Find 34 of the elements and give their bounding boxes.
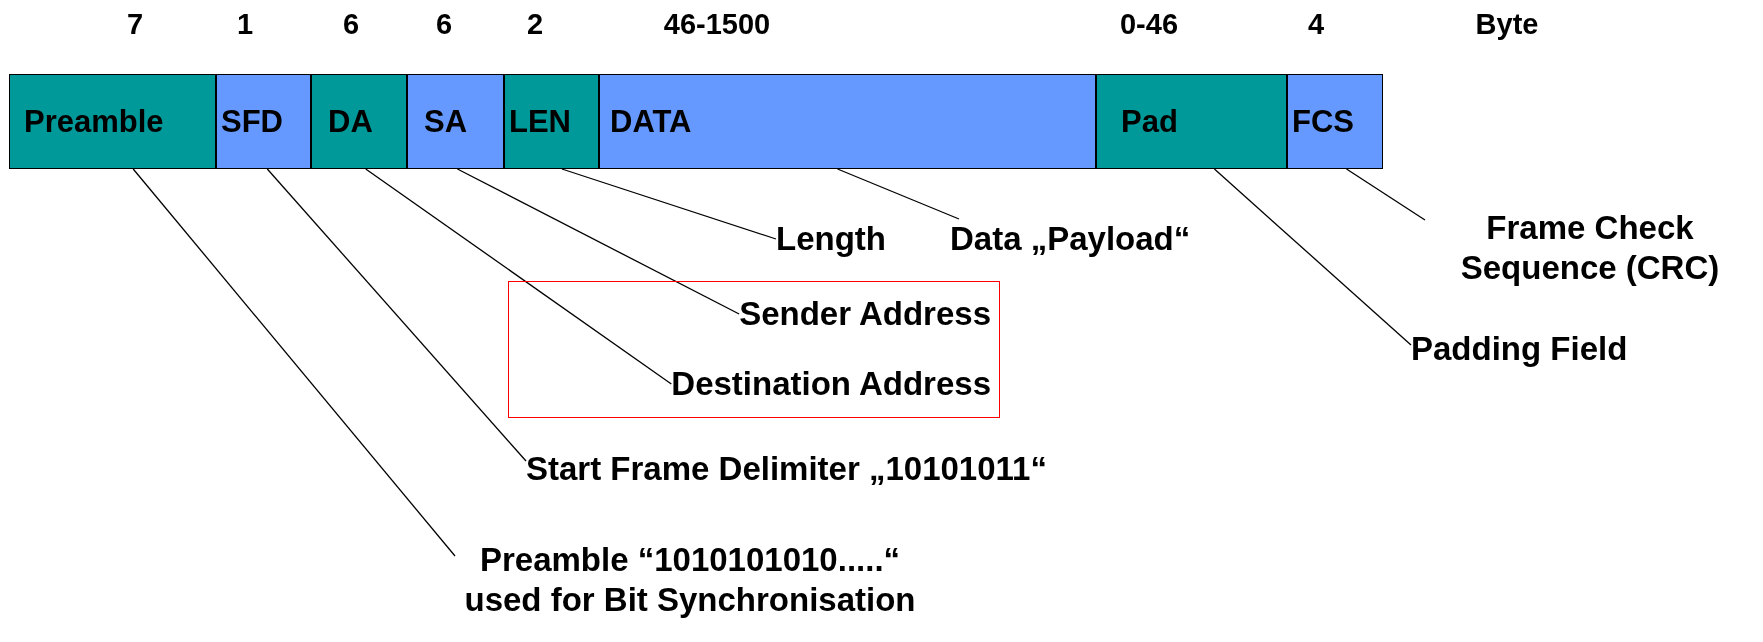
frame-field: LEN xyxy=(504,74,599,169)
field-description: Padding Field xyxy=(1411,329,1711,369)
frame-field: FCS xyxy=(1287,74,1383,169)
leader-line xyxy=(1345,168,1426,221)
field-description: Start Frame Delimiter „10101011“ xyxy=(526,449,1226,489)
frame-field: DA xyxy=(311,74,407,169)
byte-count: 4 xyxy=(1307,8,1325,41)
field-description: Frame Check Sequence (CRC) xyxy=(1425,208,1755,288)
highlight-frame xyxy=(508,281,1000,418)
field-description: Destination Address xyxy=(671,364,991,404)
frame-field: Preamble xyxy=(9,74,216,169)
unit-label: Byte xyxy=(1475,8,1539,41)
frame-field: SA xyxy=(407,74,504,169)
byte-count: 6 xyxy=(342,8,360,41)
leader-line xyxy=(266,168,527,462)
field-description: Length xyxy=(776,219,926,259)
byte-count: 1 xyxy=(236,8,254,41)
byte-count: 46-1500 xyxy=(663,8,771,41)
field-description: Data „Payload“ xyxy=(950,219,1250,259)
frame-field: Pad xyxy=(1096,74,1287,169)
leader-line xyxy=(1213,168,1412,346)
leader-line xyxy=(365,168,672,385)
byte-count: 6 xyxy=(435,8,453,41)
byte-count: 0-46 xyxy=(1120,8,1178,41)
field-description: Preamble “1010101010.....“ used for Bit Synchronisation xyxy=(455,540,925,620)
frame-field: DATA xyxy=(599,74,1096,169)
byte-count: 2 xyxy=(526,8,544,41)
field-description: Sender Address xyxy=(739,294,991,334)
frame-field: SFD xyxy=(216,74,311,169)
leader-line xyxy=(836,168,960,220)
leader-line xyxy=(561,168,777,240)
leader-line xyxy=(456,168,740,315)
leader-line xyxy=(132,168,456,557)
byte-count: 7 xyxy=(126,8,144,41)
